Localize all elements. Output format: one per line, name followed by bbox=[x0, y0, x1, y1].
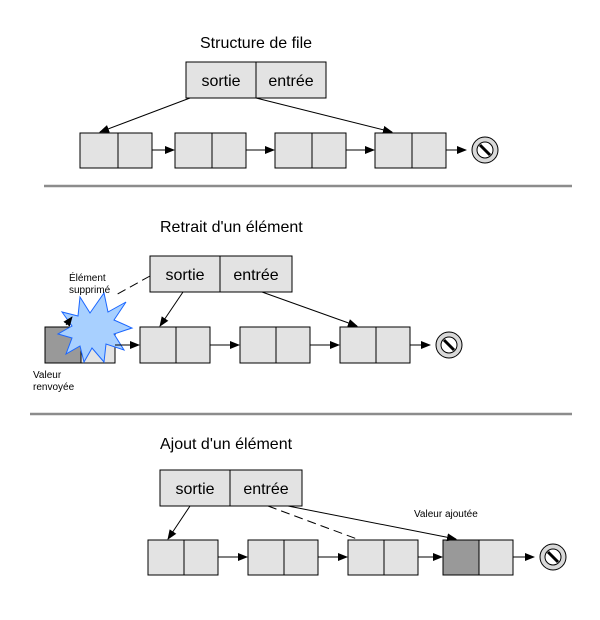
removed-dashed-link bbox=[113, 275, 151, 297]
head-label: sortie bbox=[201, 73, 240, 90]
added-node bbox=[442, 539, 514, 576]
returned-note-line2: renvoyée bbox=[33, 382, 75, 393]
queue-header: sortie entrée bbox=[159, 469, 303, 507]
queue-header: sortie entrée bbox=[185, 61, 327, 99]
returned-note-line1: Valeur bbox=[33, 370, 62, 381]
section1-title: Structure de file bbox=[200, 35, 312, 52]
head-pointer-arrow bbox=[159, 291, 184, 327]
prohibition-icon bbox=[538, 542, 568, 572]
tail-label: entrée bbox=[233, 267, 278, 284]
tail-pointer-arrow bbox=[255, 97, 393, 134]
node-1 bbox=[139, 326, 211, 364]
removed-note-line2: supprimé bbox=[69, 285, 111, 296]
tail-pointer-arrow bbox=[261, 291, 358, 327]
head-label: sortie bbox=[165, 267, 204, 284]
prohibition-icon bbox=[470, 135, 500, 165]
old-tail-dashed-link bbox=[267, 505, 358, 540]
head-pointer-arrow bbox=[167, 505, 191, 540]
tail-label: entrée bbox=[243, 481, 288, 498]
node-3 bbox=[274, 132, 347, 169]
tail-label: entrée bbox=[268, 73, 313, 90]
node-3 bbox=[347, 539, 419, 576]
head-pointer-arrow bbox=[99, 97, 191, 133]
node-2 bbox=[239, 326, 311, 364]
tail-pointer-cell bbox=[219, 255, 293, 293]
tail-pointer-arrow bbox=[287, 505, 457, 542]
removed-note-line1: Élément bbox=[69, 271, 106, 284]
head-pointer-cell bbox=[159, 469, 231, 507]
tail-pointer-cell bbox=[229, 469, 303, 507]
head-label: sortie bbox=[175, 481, 214, 498]
node-1 bbox=[79, 132, 153, 169]
added-note: Valeur ajoutée bbox=[414, 509, 478, 520]
section2-title: Retrait d'un élément bbox=[160, 219, 303, 236]
node-1 bbox=[147, 539, 219, 576]
node-3 bbox=[339, 326, 411, 364]
section-dequeue: Retrait d'un élément sortie entrée Éléme… bbox=[33, 219, 464, 393]
node-4 bbox=[374, 132, 447, 169]
prohibition-icon bbox=[434, 330, 464, 360]
queue-header: sortie entrée bbox=[149, 255, 293, 293]
section-enqueue: Ajout d'un élément sortie entrée Va bbox=[147, 436, 568, 576]
tail-pointer-cell bbox=[255, 61, 327, 99]
section3-title: Ajout d'un élément bbox=[160, 436, 293, 453]
removed-arrow bbox=[63, 316, 73, 327]
head-pointer-cell bbox=[185, 61, 257, 99]
head-pointer-cell bbox=[149, 255, 221, 293]
node-2 bbox=[174, 132, 247, 169]
section-queue-structure: Structure de file sortie entrée bbox=[79, 35, 500, 169]
node-2 bbox=[247, 539, 319, 576]
burst-icon bbox=[56, 291, 134, 364]
